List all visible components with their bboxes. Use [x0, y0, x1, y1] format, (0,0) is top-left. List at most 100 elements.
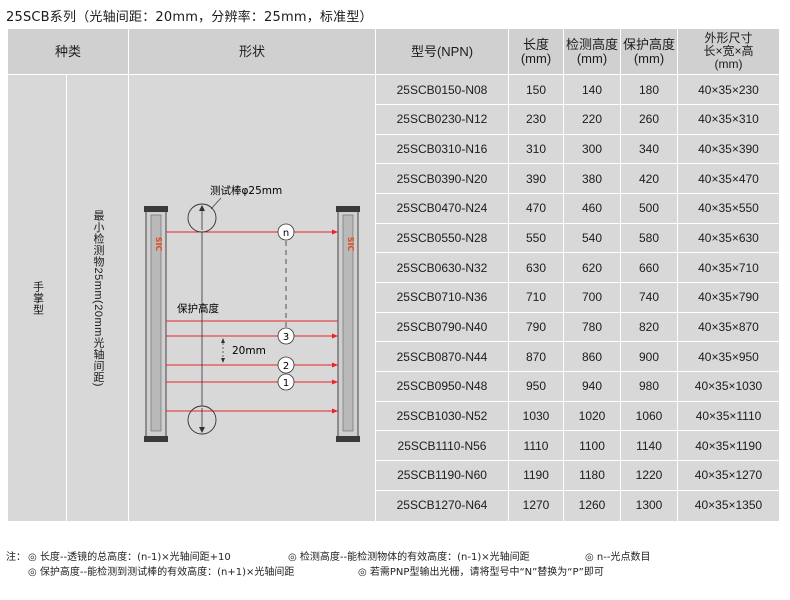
cell-protect-height: 1300 [635, 498, 663, 513]
cell-detect-height: 220 [581, 112, 603, 127]
beam-arrows [332, 229, 338, 414]
cell-protect-height: 580 [638, 231, 660, 246]
min-object-label: 最小检测物25mm(20mm光轴间距) [67, 75, 128, 521]
cell-length: 790 [525, 320, 547, 335]
cell-model: 25SCB1190-N60 [397, 468, 487, 483]
cell-dimensions: 40×35×1270 [694, 468, 763, 483]
notes-prefix: 注： [6, 552, 26, 563]
spec-table: 种类 形状 型号(NPN) 长度 (mm) 检测高度 (mm) 保护高度 (mm… [8, 29, 779, 521]
cell-model: 25SCB0790-N40 [396, 320, 488, 335]
note-length: ◎ 长度--透镜的总高度：(n-1)×光轴间距+10 [28, 552, 231, 563]
cell-length: 1030 [522, 409, 550, 424]
min-object-text: 最小检测物25mm(20mm光轴间距) [92, 209, 104, 387]
cell-length: 1270 [522, 498, 550, 513]
cell-model: 25SCB0150-N08 [396, 82, 488, 97]
cell-dimensions: 40×35×550 [698, 201, 759, 216]
receiver-logo: SIC [346, 237, 355, 252]
cell-protect-height: 1060 [635, 409, 663, 424]
cell-protect-height: 500 [638, 201, 660, 216]
light-beams [166, 231, 338, 412]
cell-model: 25SCB0630-N32 [396, 260, 488, 275]
cell-dimensions: 40×35×1110 [695, 409, 762, 424]
cell-protect-height: 1220 [635, 468, 663, 483]
cell-model: 25SCB1270-N64 [396, 498, 488, 513]
cell-model: 25SCB0310-N16 [396, 142, 488, 157]
beam-marker-2: 2 [277, 356, 295, 374]
cell-model: 25SCB0390-N20 [396, 171, 488, 186]
cell-length: 630 [525, 260, 547, 275]
cell-protect-height: 260 [638, 112, 660, 127]
cell-dimensions: 40×35×1190 [695, 438, 762, 453]
test-rod-bottom [187, 405, 217, 435]
cell-length: 390 [525, 171, 547, 186]
svg-text:2: 2 [283, 361, 289, 372]
cell-detect-height: 460 [581, 201, 603, 216]
note-n: ◎ n--光点数目 [585, 552, 651, 563]
cell-dimensions: 40×35×230 [698, 82, 759, 97]
beam-marker-n: n [277, 223, 295, 241]
header-protect-height: 保护高度 (mm) [621, 29, 677, 74]
cell-length: 710 [525, 290, 547, 305]
cell-model: 25SCB0230-N12 [396, 112, 488, 127]
cell-protect-height: 1140 [636, 438, 662, 453]
beam-marker-3: 3 [277, 327, 295, 345]
cell-model: 25SCB0950-N48 [396, 379, 488, 394]
header-length: 长度 (mm) [509, 29, 563, 74]
cell-dimensions: 40×35×1030 [694, 379, 763, 394]
header-type: 种类 [8, 29, 128, 74]
beam-marker-1: 1 [277, 373, 295, 391]
header-detect-height: 检测高度 (mm) [564, 29, 620, 74]
cell-dimensions: 40×35×710 [698, 260, 759, 275]
note-protect-height: ◎ 保护高度--能检测到测试棒的有效高度：(n+1)×光轴间距 [28, 567, 295, 578]
cell-dimensions: 40×35×870 [698, 320, 759, 335]
cell-detect-height: 620 [581, 260, 603, 275]
svg-text:1: 1 [283, 378, 289, 389]
cell-detect-height: 540 [581, 231, 603, 246]
cell-detect-height: 380 [581, 171, 603, 186]
light-curtain-diagram: SIC SIC [144, 184, 360, 442]
pitch-dimension [221, 338, 225, 363]
cell-length: 1110 [523, 438, 549, 453]
cell-length: 950 [525, 379, 547, 394]
cell-dimensions: 40×35×310 [698, 112, 759, 127]
cell-detect-height: 1260 [578, 498, 606, 513]
cell-protect-height: 420 [638, 171, 660, 186]
cell-protect-height: 180 [638, 82, 660, 97]
header-shape: 形状 [129, 29, 375, 74]
cell-dimensions: 40×35×630 [698, 231, 759, 246]
note-pnp: ◎ 若需PNP型输出光栅，请将型号中“N”替换为“P”即可 [358, 567, 604, 578]
protect-height-label: 保护高度 [177, 302, 219, 315]
cell-protect-height: 740 [638, 290, 660, 305]
cell-model: 25SCB0710-N36 [396, 290, 488, 305]
note-detect-height: ◎ 检测高度--能检测物体的有效高度：(n-1)×光轴间距 [288, 552, 530, 563]
shape-diagram: SIC SIC [129, 75, 375, 521]
cell-dimensions: 40×35×470 [698, 171, 759, 186]
cell-detect-height: 860 [581, 349, 603, 364]
cell-detect-height: 140 [581, 82, 603, 97]
receiver-unit [336, 206, 360, 442]
cell-length: 550 [525, 231, 547, 246]
cell-protect-height: 820 [638, 320, 660, 335]
cell-detect-height: 1020 [578, 409, 606, 424]
cell-dimensions: 40×35×1350 [694, 498, 763, 513]
cell-length: 230 [525, 112, 547, 127]
cell-length: 1190 [523, 468, 549, 483]
cell-model: 25SCB0470-N24 [396, 201, 488, 216]
cell-length: 470 [525, 201, 547, 216]
cell-length: 310 [525, 142, 547, 157]
cell-model: 25SCB1110-N56 [397, 438, 487, 453]
cell-model: 25SCB0550-N28 [396, 231, 488, 246]
header-dimensions: 外形尺寸 长×宽×高 (mm) [678, 29, 779, 74]
cell-detect-height: 700 [581, 290, 603, 305]
test-rod-label: 测试棒φ25mm [210, 184, 282, 197]
cell-model: 25SCB0870-N44 [396, 349, 488, 364]
category-text: 手掌型 [31, 280, 44, 316]
cell-length: 870 [525, 349, 547, 364]
page-title: 25SCB系列（光轴间距：20mm，分辨率：25mm，标准型） [6, 10, 373, 25]
cell-detect-height: 1100 [579, 438, 605, 453]
cell-detect-height: 1180 [579, 468, 605, 483]
emitter-logo: SIC [154, 237, 163, 252]
header-model: 型号(NPN) [376, 29, 508, 74]
category-label: 手掌型 [8, 75, 66, 521]
cell-detect-height: 940 [581, 379, 603, 394]
